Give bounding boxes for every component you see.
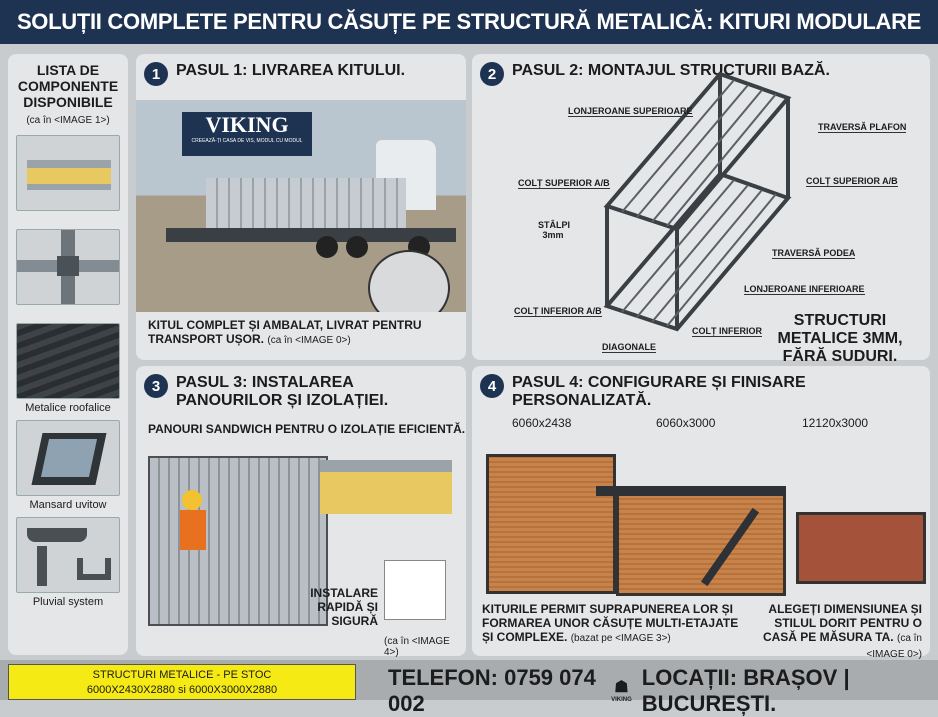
sidebar-heading-text: LISTA DE COMPONENTE DISPONIBILE [17, 62, 119, 110]
stock-line-2: 6000X2430X2880 si 6000X3000X2880 [86, 684, 278, 696]
frame-label: TRAVERSĂ PODEA [772, 248, 856, 259]
sidebar-heading: LISTA DE COMPONENTE DISPONIBILE (ca în <I… [8, 62, 128, 129]
sidebar-note: (ca în <IMAGE 1>) [26, 115, 110, 126]
step-title: PASUL 2: MONTAJUL STRUCTURII BAZĂ. [512, 62, 830, 79]
dimension-label: 6060x2438 [512, 416, 572, 430]
panel-installation-illustration [148, 446, 452, 636]
sidebar-item-label: Metalice roofalice [25, 402, 111, 414]
frame-label: DIAGONALE [602, 342, 656, 353]
caption-note: (ca în <IMAGE 0>) [267, 335, 351, 346]
metal-roof-tile-icon [16, 323, 120, 399]
caption-note: (ca în <IMAGE 0>) [866, 633, 922, 660]
frame-label: TRAVERSĂ PLAFON [818, 122, 907, 133]
phone-text: TELEFON: 0759 074 002 [388, 665, 596, 716]
logo-text: VIKING [611, 696, 632, 703]
step-2-panel: 2 PASUL 2: MONTAJUL STRUCTURII BAZĂ. LONJ… [472, 54, 930, 365]
frame-label: COLȚ INFERIOR [692, 326, 762, 337]
caption-text: KITUL COMPLET ȘI AMBALAT, LIVRAT PENTRU … [148, 318, 422, 346]
frame-label: STÂLPI 3mm [538, 220, 571, 240]
step-number: 2 [480, 62, 504, 86]
gutter-system-icon [16, 517, 120, 593]
caption-text: ALEGEȚI DIMENSIUNEA ȘI STILUL DORIT PENT… [762, 602, 922, 644]
step-number: 1 [144, 62, 168, 86]
step-title: PASUL 3: INSTALAREA PANOURILOR ȘI IZOLAȚ… [176, 374, 389, 409]
page-title: SOLUȚII COMPLETE PENTRU CĂSUȚE PE STRUCT… [0, 0, 938, 44]
dimension-label: 12120x3000 [802, 416, 869, 430]
components-sidebar: LISTA DE COMPONENTE DISPONIBILE (ca în <I… [8, 54, 128, 655]
step-4-right-caption: ALEGEȚI DIMENSIUNEA ȘI STILUL DORIT PENT… [756, 602, 922, 662]
contact-info: TELEFON: 0759 074 002 ☗VIKING LOCAȚII: B… [388, 665, 938, 717]
stock-line-1: STRUCTURI METALICE - PE STOC [92, 669, 272, 681]
roof-window-icon [16, 420, 120, 496]
frame-label: LONJEROANE SUPERIOARE [568, 106, 693, 117]
caption-text: KITURILE PERMIT SUPRAPUNEREA LOR ȘI FORM… [482, 602, 739, 644]
locations-text: LOCAȚII: BRAȘOV | BUCUREȘTI. [641, 665, 850, 716]
dimension-label: 6060x3000 [656, 416, 716, 430]
banner-tagline: CREEAZĂ-ȚI CASA DE VIS, MODUL CU MODUL [191, 138, 303, 144]
step-3-panel: 3 PASUL 3: INSTALAREA PANOURILOR ȘI IZOLA… [136, 366, 466, 658]
modular-houses-illustration [486, 446, 926, 596]
frame-label: LONJEROANE INFERIOARE [744, 284, 865, 295]
steel-frame-diagram [603, 71, 792, 332]
step-title: PASUL 4: CONFIGURARE ȘI FINISARE PERSONA… [512, 374, 806, 409]
step-4-left-caption: KITURILE PERMIT SUPRAPUNEREA LOR ȘI FORM… [482, 602, 752, 646]
step-number: 3 [144, 374, 168, 398]
step-4-panel: 4 PASUL 4: CONFIGURARE ȘI FINISARE PERSON… [472, 366, 930, 660]
step-number: 4 [480, 374, 504, 398]
step-3-caption: INSTALARE RAPIDĂ ȘI SIGURĂ [310, 586, 378, 628]
caption-note: (bazat pe <IMAGE 3>) [570, 633, 671, 644]
frame-label: COLȚ SUPERIOR A/B [518, 178, 610, 189]
step-title: PASUL 1: LIVRAREA KITULUI. [176, 62, 406, 79]
sandwich-panel-icon [16, 135, 120, 211]
banner-brand: VIKING [205, 112, 289, 137]
step-1-caption: KITUL COMPLET ȘI AMBALAT, LIVRAT PENTRU … [148, 318, 466, 348]
corner-joint-icon [16, 229, 120, 305]
frame-label: COLȚ INFERIOR A/B [514, 306, 602, 317]
sidebar-item-label: Mansard uvitow [29, 499, 107, 511]
frame-label: COLȚ SUPERIOR A/B [806, 176, 898, 187]
stock-box: STRUCTURI METALICE - PE STOC 6000X2430X28… [8, 664, 356, 700]
frame-callout: STRUCTURI METALICE 3MM, FĂRĂ SUDURI. [777, 312, 903, 365]
sidebar-item-label: Pluvial system [32, 596, 104, 608]
caption-note: (ca în <IMAGE 4>) [384, 636, 450, 658]
step-3-subtitle: PANOURI SANDWICH PENTRU O IZOLAȚIE EFICI… [148, 422, 466, 436]
